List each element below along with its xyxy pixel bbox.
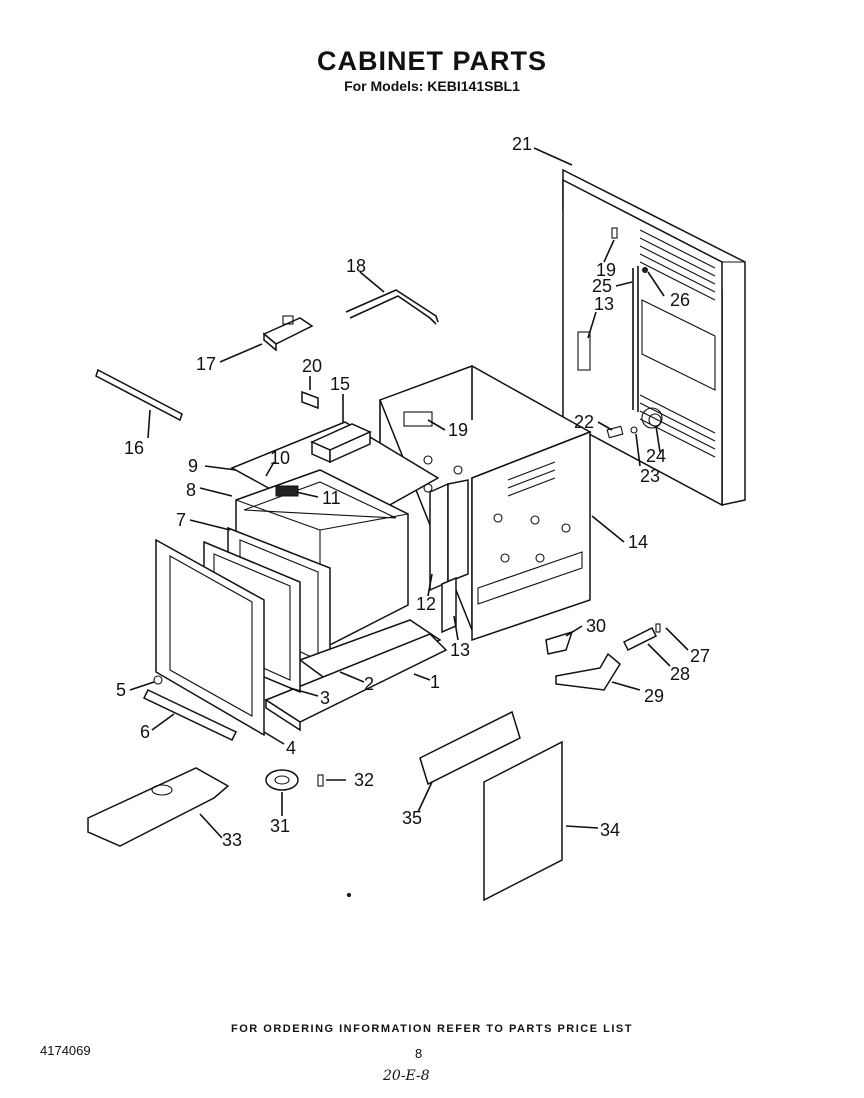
callout-32: 32: [354, 770, 374, 790]
model-subtitle: For Models: KEBI141SBL1: [344, 78, 520, 94]
callout-9: 9: [188, 456, 198, 476]
part-14-cabinet-box: [379, 365, 592, 642]
part-33-mounting-bracket: [87, 767, 230, 847]
page-title: CABINET PARTS: [316, 46, 547, 76]
callout-11: 11: [322, 488, 341, 508]
callout-3: 3: [320, 688, 330, 708]
part-2-bottom-insulation: [298, 619, 442, 683]
part-12-side-channel: [429, 479, 469, 592]
part-30-clip: [545, 630, 574, 655]
part-4-door-frame: [155, 538, 265, 737]
parts-22-26-hardware: [606, 413, 662, 439]
callout-31: 31: [270, 816, 290, 836]
callout-18: 18: [346, 256, 366, 276]
part-32-screw: [317, 774, 324, 787]
callout-19-rear: 19: [596, 260, 616, 280]
callout-4: 4: [286, 738, 296, 758]
callout-5: 5: [116, 680, 126, 700]
callout-numbers: 1 2 3 4 5 6 7 8 9 10 11 12 13 13 14 15 1…: [116, 134, 710, 850]
callout-15: 15: [330, 374, 350, 394]
callout-10: 10: [270, 448, 290, 468]
callout-19-top: 19: [448, 420, 468, 440]
part-19-screw: [403, 227, 618, 427]
part-5-trim-clip: [153, 675, 163, 685]
part-13-side-bracket: [441, 576, 457, 634]
part-16-rod: [95, 368, 183, 422]
callout-28: 28: [670, 664, 690, 684]
callout-2: 2: [364, 674, 374, 694]
callout-leaders: [129, 147, 689, 839]
callout-26: 26: [670, 290, 690, 310]
part-21-rear-panel: [562, 168, 746, 507]
callout-8: 8: [186, 480, 196, 500]
part-27-screw: [655, 623, 661, 633]
callout-17: 17: [196, 354, 216, 374]
part-20-clip: [301, 390, 319, 410]
callout-12: 12: [416, 594, 436, 614]
page-number: 8: [415, 1046, 423, 1061]
callout-16: 16: [124, 438, 144, 458]
callout-35: 35: [402, 808, 422, 828]
callout-6: 6: [140, 722, 150, 742]
callout-33: 33: [222, 830, 242, 850]
part-6-bottom-trim: [142, 689, 238, 741]
part-15-insulation-block: [310, 423, 372, 464]
callout-20: 20: [302, 356, 322, 376]
part-18-bracket: [345, 289, 439, 325]
callout-27: 27: [690, 646, 710, 666]
callout-13-side: 13: [450, 640, 470, 660]
document-number: 4174069: [40, 1043, 91, 1058]
callout-1: 1: [430, 672, 440, 692]
callout-24: 24: [646, 446, 666, 466]
ordering-note: FOR ORDERING INFORMATION REFER TO PARTS …: [231, 1023, 633, 1035]
callout-21: 21: [512, 134, 532, 154]
callout-7: 7: [176, 510, 186, 530]
part-31-grommet: [265, 769, 299, 791]
handwritten-note: 20-E-8: [383, 1068, 430, 1084]
part-29-hinge-bracket: [555, 652, 621, 691]
callout-13-rear: 13: [594, 294, 614, 314]
part-35-channel: [419, 710, 521, 786]
callout-14: 14: [628, 532, 648, 552]
part-28-pin: [622, 626, 658, 652]
callout-23: 23: [640, 466, 660, 486]
callout-22: 22: [574, 412, 594, 432]
callout-25: 25: [592, 276, 612, 296]
part-17-latch: [262, 315, 314, 352]
part-34-access-panel: [483, 740, 563, 902]
callout-30: 30: [586, 616, 606, 636]
callout-34: 34: [600, 820, 620, 840]
callout-29: 29: [644, 686, 664, 706]
